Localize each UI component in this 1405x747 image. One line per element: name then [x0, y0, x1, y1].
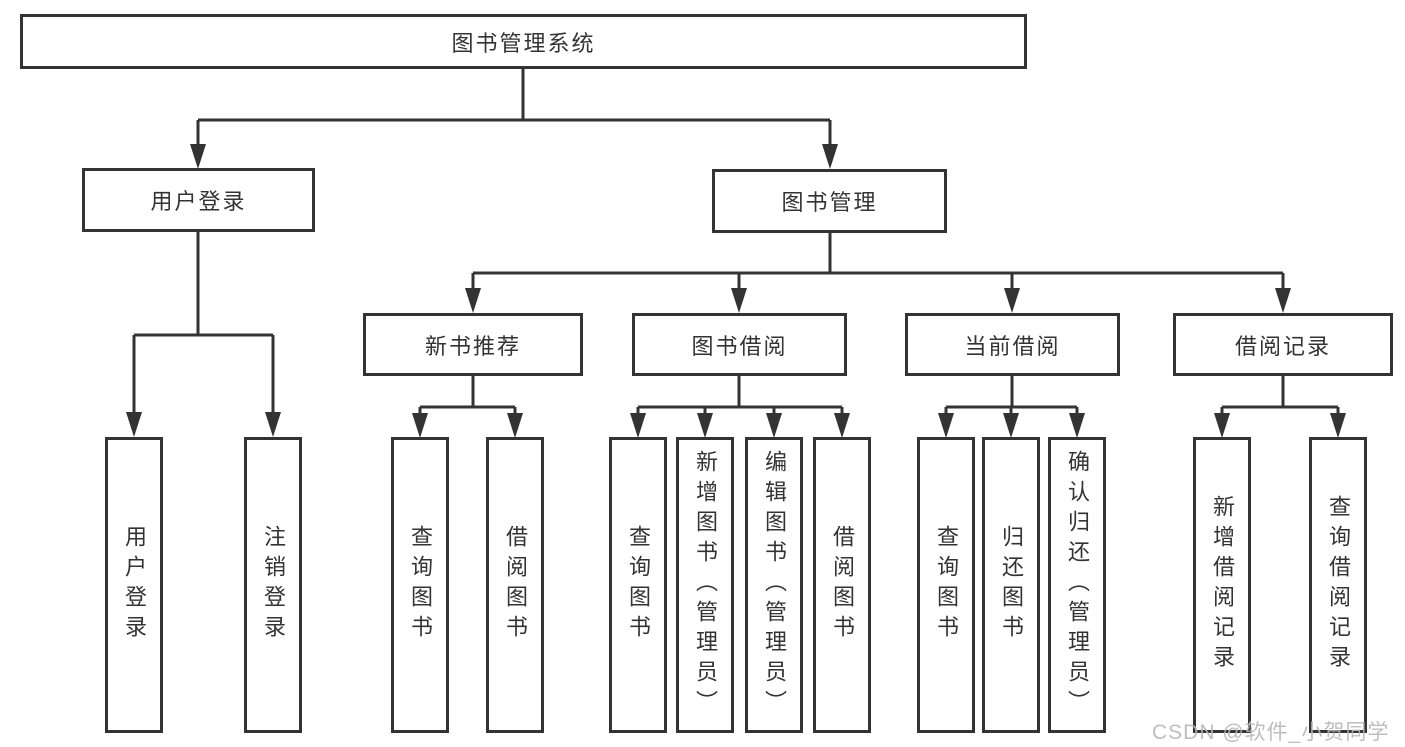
leaf-confirm-return-admin-label: 确认归还（管理员）	[1065, 450, 1090, 720]
node-borrow-records: 借阅记录	[1173, 313, 1393, 376]
leaf-return-books: 归还图书	[982, 437, 1040, 733]
leaf-edit-books-admin: 编辑图书（管理员）	[745, 437, 803, 733]
leaf-user-login: 用户登录	[105, 437, 163, 733]
leaf-edit-books-admin-label: 编辑图书（管理员）	[762, 450, 787, 720]
leaf-query-books-2: 查询图书	[609, 437, 667, 733]
node-system-root-label: 图书管理系统	[451, 30, 596, 56]
leaf-confirm-return-admin: 确认归还（管理员）	[1048, 437, 1106, 733]
leaf-return-books-label: 归还图书	[999, 525, 1024, 645]
node-borrow-records-label: 借阅记录	[1234, 333, 1331, 359]
leaf-add-borrow-record: 新增借阅记录	[1193, 437, 1251, 733]
leaf-query-books: 查询图书	[391, 437, 449, 733]
leaf-user-login-label: 用户登录	[122, 525, 147, 645]
leaf-borrow-books-2: 借阅图书	[813, 437, 871, 733]
node-book-management: 图书管理	[712, 169, 947, 233]
leaf-query-books-2-label: 查询图书	[626, 525, 651, 645]
node-new-book-recommend-label: 新书推荐	[424, 333, 521, 359]
leaf-query-borrow-record-label: 查询借阅记录	[1326, 495, 1351, 675]
node-user-login-label: 用户登录	[150, 189, 247, 214]
leaf-add-books-admin-label: 新增图书（管理员）	[693, 450, 718, 720]
leaf-query-books-3-label: 查询图书	[934, 525, 959, 645]
leaf-query-books-3: 查询图书	[917, 437, 975, 733]
node-current-borrow-label: 当前借阅	[964, 333, 1061, 359]
leaf-query-books-label: 查询图书	[408, 525, 433, 645]
watermark: CSDN @软件_小贺同学	[1152, 721, 1390, 744]
leaf-add-books-admin: 新增图书（管理员）	[676, 437, 734, 733]
leaf-borrow-books: 借阅图书	[486, 437, 544, 733]
arrowheads	[126, 144, 1346, 438]
node-book-borrow: 图书借阅	[632, 313, 847, 376]
node-user-login: 用户登录	[82, 168, 315, 232]
leaf-logout: 注销登录	[244, 437, 302, 733]
node-new-book-recommend: 新书推荐	[363, 313, 583, 376]
node-system-root: 图书管理系统	[20, 14, 1027, 69]
leaf-borrow-books-label: 借阅图书	[503, 525, 528, 645]
leaf-query-borrow-record: 查询借阅记录	[1309, 437, 1367, 733]
node-current-borrow: 当前借阅	[905, 313, 1120, 376]
leaf-logout-label: 注销登录	[261, 525, 286, 645]
leaf-borrow-books-2-label: 借阅图书	[830, 525, 855, 645]
leaf-add-borrow-record-label: 新增借阅记录	[1210, 495, 1235, 675]
node-book-management-label: 图书管理	[781, 190, 878, 215]
node-book-borrow-label: 图书借阅	[691, 333, 788, 359]
